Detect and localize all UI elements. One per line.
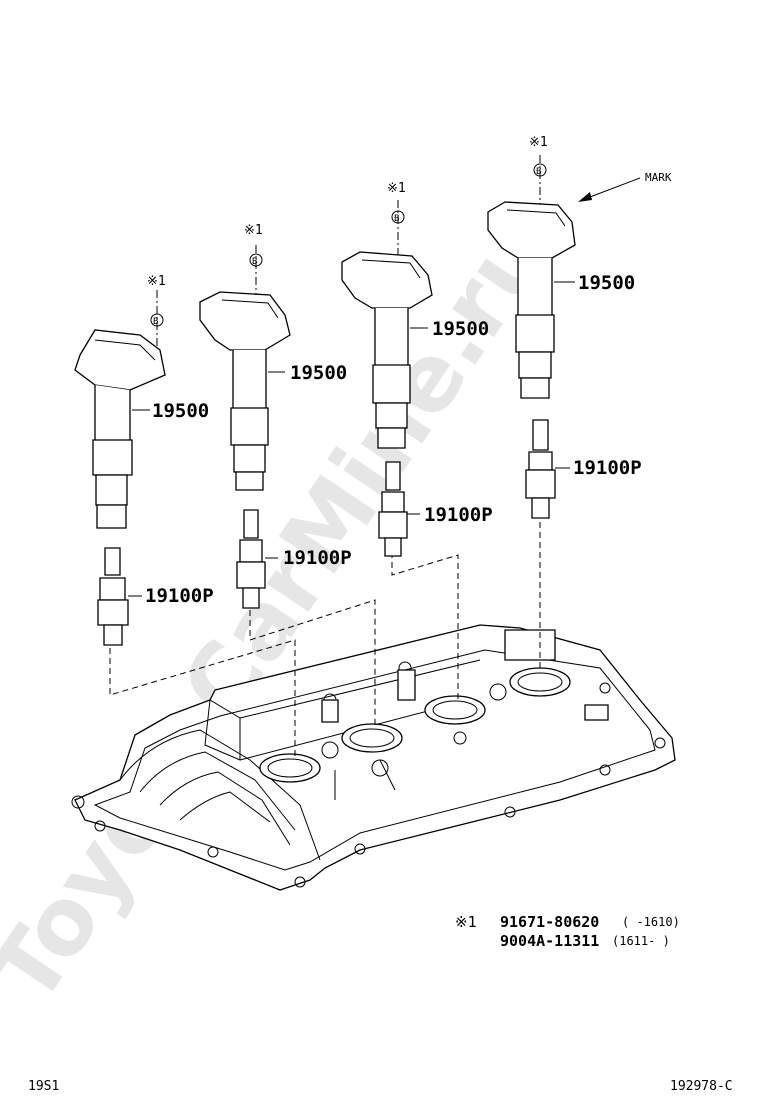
ignition-coil-2 <box>199 245 291 491</box>
spark-plug-3 <box>378 461 420 557</box>
bolt-ref-text: ※1 <box>387 181 406 196</box>
bolt-callout-2: ※1 B <box>244 223 263 267</box>
footnote-block: ※1 91671-80620 ( -1610) 9004A-11311 (161… <box>455 913 680 950</box>
note-part-2[interactable]: 9004A-11311 <box>500 932 599 950</box>
footer-left-code: 19S1 <box>28 1079 59 1094</box>
ignition-coil-4 <box>487 155 641 399</box>
location-lines <box>109 522 541 760</box>
plug-4-part-number[interactable]: 19100P <box>573 457 642 479</box>
bolt-callout-4: ※1 B <box>529 135 548 177</box>
plug-3-part-number[interactable]: 19100P <box>424 504 493 526</box>
mark-label: MARK <box>645 171 672 184</box>
bolt-ref-text: ※1 <box>244 223 263 238</box>
bolt-symbol: B <box>252 257 257 267</box>
bolt-ref-text: ※1 <box>147 274 166 289</box>
ignition-coil-1 <box>74 290 166 529</box>
note-ref: ※1 <box>455 913 477 931</box>
bolt-symbol: B <box>394 214 399 224</box>
cylinder-head-cover <box>71 624 676 891</box>
coil-3-part-number[interactable]: 19500 <box>432 318 489 340</box>
note-part-1[interactable]: 91671-80620 <box>500 913 599 931</box>
plug-2-part-number[interactable]: 19100P <box>283 547 352 569</box>
bolt-ref-text: ※1 <box>529 135 548 150</box>
note-range-1: ( -1610) <box>622 915 680 929</box>
bolt-symbol: B <box>536 167 541 177</box>
footer-right-code: 192978-C <box>670 1079 733 1094</box>
bolt-symbol: B <box>153 317 158 327</box>
ignition-coil-3 <box>341 200 433 449</box>
note-range-2: (1611- ) <box>612 934 670 948</box>
plug-1-part-number[interactable]: 19100P <box>145 585 214 607</box>
bolt-callout-3: ※1 B <box>387 181 406 224</box>
coil-4-part-number[interactable]: 19500 <box>578 272 635 294</box>
coil-1-part-number[interactable]: 19500 <box>152 400 209 422</box>
spark-plug-2 <box>236 509 278 609</box>
bolt-callout-1: ※1 B <box>147 274 166 327</box>
spark-plug-4 <box>525 419 570 519</box>
coil-2-part-number[interactable]: 19500 <box>290 362 347 384</box>
spark-plug-1 <box>97 547 142 646</box>
